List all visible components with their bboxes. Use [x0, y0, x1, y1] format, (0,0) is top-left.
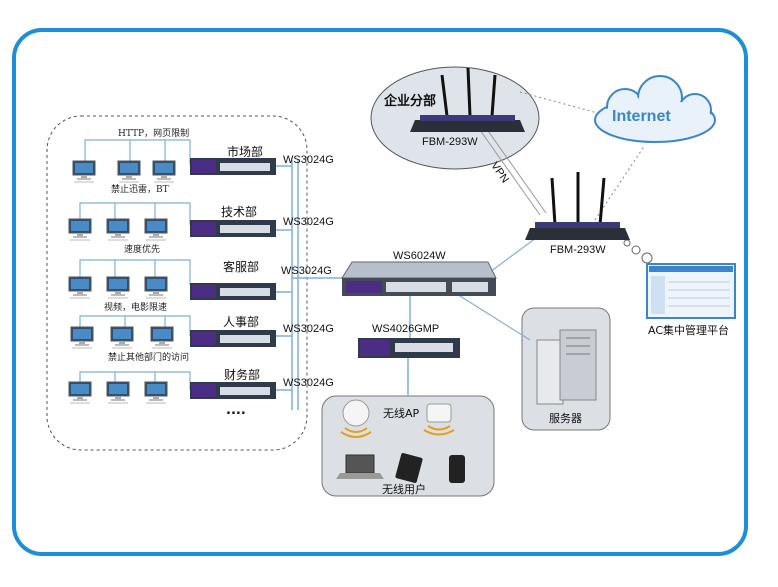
dept-switch-model: WS3024G	[283, 323, 334, 335]
dept-switch-icon	[190, 158, 276, 180]
dept-note: 视频，电影限速	[104, 303, 168, 313]
dept-name: 市场部	[227, 145, 264, 159]
internet-cloud	[594, 75, 716, 143]
dept-name: 客服部	[223, 260, 260, 274]
ac-platform-screen	[646, 263, 736, 319]
pc-icon	[68, 218, 92, 241]
pc-icon	[106, 218, 130, 241]
internet-label: Internet	[612, 108, 671, 125]
pc-icon	[68, 276, 92, 299]
pc-icon	[150, 326, 174, 349]
wireless-user-label: 无线用户	[382, 483, 426, 496]
pc-icon	[117, 160, 141, 183]
server-icon	[536, 329, 597, 405]
dept-policy: HTTP，网页限制	[118, 129, 190, 139]
poe-switch-label: WS4026GMP	[372, 323, 440, 335]
dept-switch-model: WS3024G	[283, 377, 334, 389]
wireless-ap-label: 无线AP	[383, 407, 420, 420]
pc-icon	[72, 160, 96, 183]
branch-title: 企业分部	[384, 94, 437, 109]
pc-icon	[70, 326, 94, 349]
pc-icon	[152, 160, 176, 183]
hq-router-model: FBM-293W	[550, 244, 606, 256]
dept-switch-icon	[190, 220, 276, 242]
pc-icon	[144, 276, 168, 299]
dept-name: 技术部	[221, 205, 258, 219]
wireless-devices-icon	[336, 453, 465, 483]
dept-switch-icon	[190, 330, 276, 352]
pc-icon	[110, 326, 134, 349]
pc-icon	[106, 381, 130, 404]
wireless-ap-icon	[340, 399, 455, 438]
dept-switch-icon	[190, 382, 276, 404]
core-switch-label: WS6024W	[393, 250, 446, 262]
pc-icon	[68, 381, 92, 404]
branch-router-model: FBM-293W	[422, 136, 478, 148]
dept-switch-model: WS3024G	[283, 154, 334, 166]
department-group-outline	[46, 115, 308, 451]
dept-name: 人事部	[223, 315, 260, 329]
dept-name: 财务部	[224, 368, 261, 382]
dept-note: 禁止迅雷，BT	[111, 185, 169, 195]
ac-platform-label: AC集中管理平台	[648, 324, 730, 337]
pc-icon	[106, 276, 130, 299]
core-switch-icon	[341, 261, 497, 296]
dept-note: 速度优先	[124, 245, 161, 255]
dept-note: 禁止其他部门的访问	[108, 353, 190, 363]
poe-switch-icon	[358, 338, 460, 358]
dept-switch-icon	[190, 283, 276, 305]
hq-router-icon	[525, 172, 630, 240]
more-departments-ellipsis: ....	[226, 403, 246, 418]
dept-switch-model: WS3024G	[283, 216, 334, 228]
pc-icon	[144, 381, 168, 404]
pc-icon	[144, 218, 168, 241]
branch-router-icon	[410, 67, 525, 132]
server-label: 服务器	[549, 412, 582, 425]
dept-switch-model: WS3024G	[281, 265, 332, 277]
